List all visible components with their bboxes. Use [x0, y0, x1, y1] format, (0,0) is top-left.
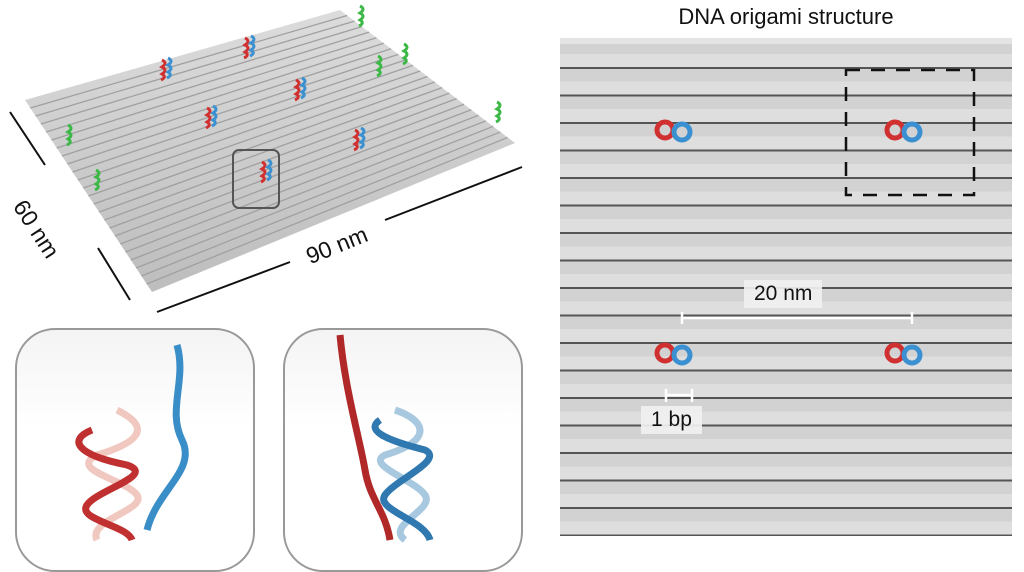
binding-site-top — [654, 119, 693, 143]
helix-band — [560, 219, 1012, 233]
marker-strand — [494, 100, 502, 124]
helix-stripe — [45, 31, 370, 133]
marker-strand — [401, 42, 409, 66]
binding-site-top — [884, 342, 923, 366]
helix-band — [560, 109, 1012, 123]
helix-band — [560, 246, 1012, 261]
height-dim-line-bottom — [97, 247, 131, 301]
binding-site-pair — [242, 34, 256, 60]
helix-stripe — [56, 42, 384, 149]
helix-band — [560, 384, 1012, 398]
helix-band — [560, 164, 1012, 178]
helix-stripe — [125, 114, 479, 253]
helix-inset-right — [336, 334, 434, 543]
helix-stripe — [35, 20, 355, 117]
binding-site-pair — [159, 56, 173, 82]
binding-site-top — [884, 119, 923, 143]
helix-inset-left — [75, 344, 189, 542]
binding-site-pair — [352, 126, 366, 152]
helix-stripe — [104, 92, 450, 221]
helix-stripe — [88, 75, 428, 197]
helix-band — [560, 356, 1012, 371]
helix-band — [560, 439, 1012, 453]
binding-site-pair — [293, 76, 307, 102]
dashed-highlight-box — [844, 68, 976, 197]
helix-band — [560, 191, 1012, 206]
helix-stripe — [51, 37, 377, 141]
helix-band — [560, 81, 1012, 96]
helix-band — [560, 494, 1012, 508]
marker-strand — [357, 4, 365, 28]
helix-stripe — [82, 70, 421, 189]
helix-stripe — [77, 64, 414, 181]
helix-band — [560, 301, 1012, 316]
inset-right — [283, 328, 523, 572]
helix-band — [560, 329, 1012, 343]
helix-stripe — [146, 136, 508, 285]
helix-band — [560, 136, 1012, 151]
helix-stripe — [30, 14, 348, 109]
width-dim-line-right — [384, 166, 523, 221]
helix-stripe — [141, 131, 501, 277]
marker-strand — [375, 54, 383, 78]
helix-stripe — [114, 103, 465, 237]
helix-stripe — [130, 120, 487, 261]
scale-bar-label: 20 nm — [744, 280, 823, 308]
origami-3d-view — [9, 4, 523, 313]
helix-stripe — [120, 109, 472, 245]
helix-stripe — [135, 125, 494, 269]
highlight-box — [232, 149, 280, 209]
helix-stripe — [40, 26, 363, 125]
binding-site-top — [654, 342, 693, 366]
marker-strand — [65, 123, 73, 147]
width-dim-line-left — [156, 261, 291, 313]
height-dim-line-top — [9, 111, 46, 166]
origami-top-view: 20 nm 1 bp — [560, 38, 1012, 536]
figure-title: DNA origami structure — [678, 4, 894, 29]
helix-stripe — [61, 48, 392, 157]
helix-band — [560, 54, 1012, 68]
inset-left — [15, 328, 255, 572]
binding-site-pair — [204, 104, 218, 130]
helix-stripe — [67, 53, 399, 165]
helix-band — [560, 521, 1012, 536]
helix-stripe — [93, 81, 436, 205]
binding-site-pair — [259, 158, 273, 184]
helix-stripe — [109, 98, 457, 229]
bp-label: 1 bp — [641, 406, 702, 434]
marker-strand — [93, 168, 101, 192]
helix-band — [560, 411, 1012, 426]
helix-stripe — [72, 59, 406, 173]
helix-band — [560, 466, 1012, 481]
